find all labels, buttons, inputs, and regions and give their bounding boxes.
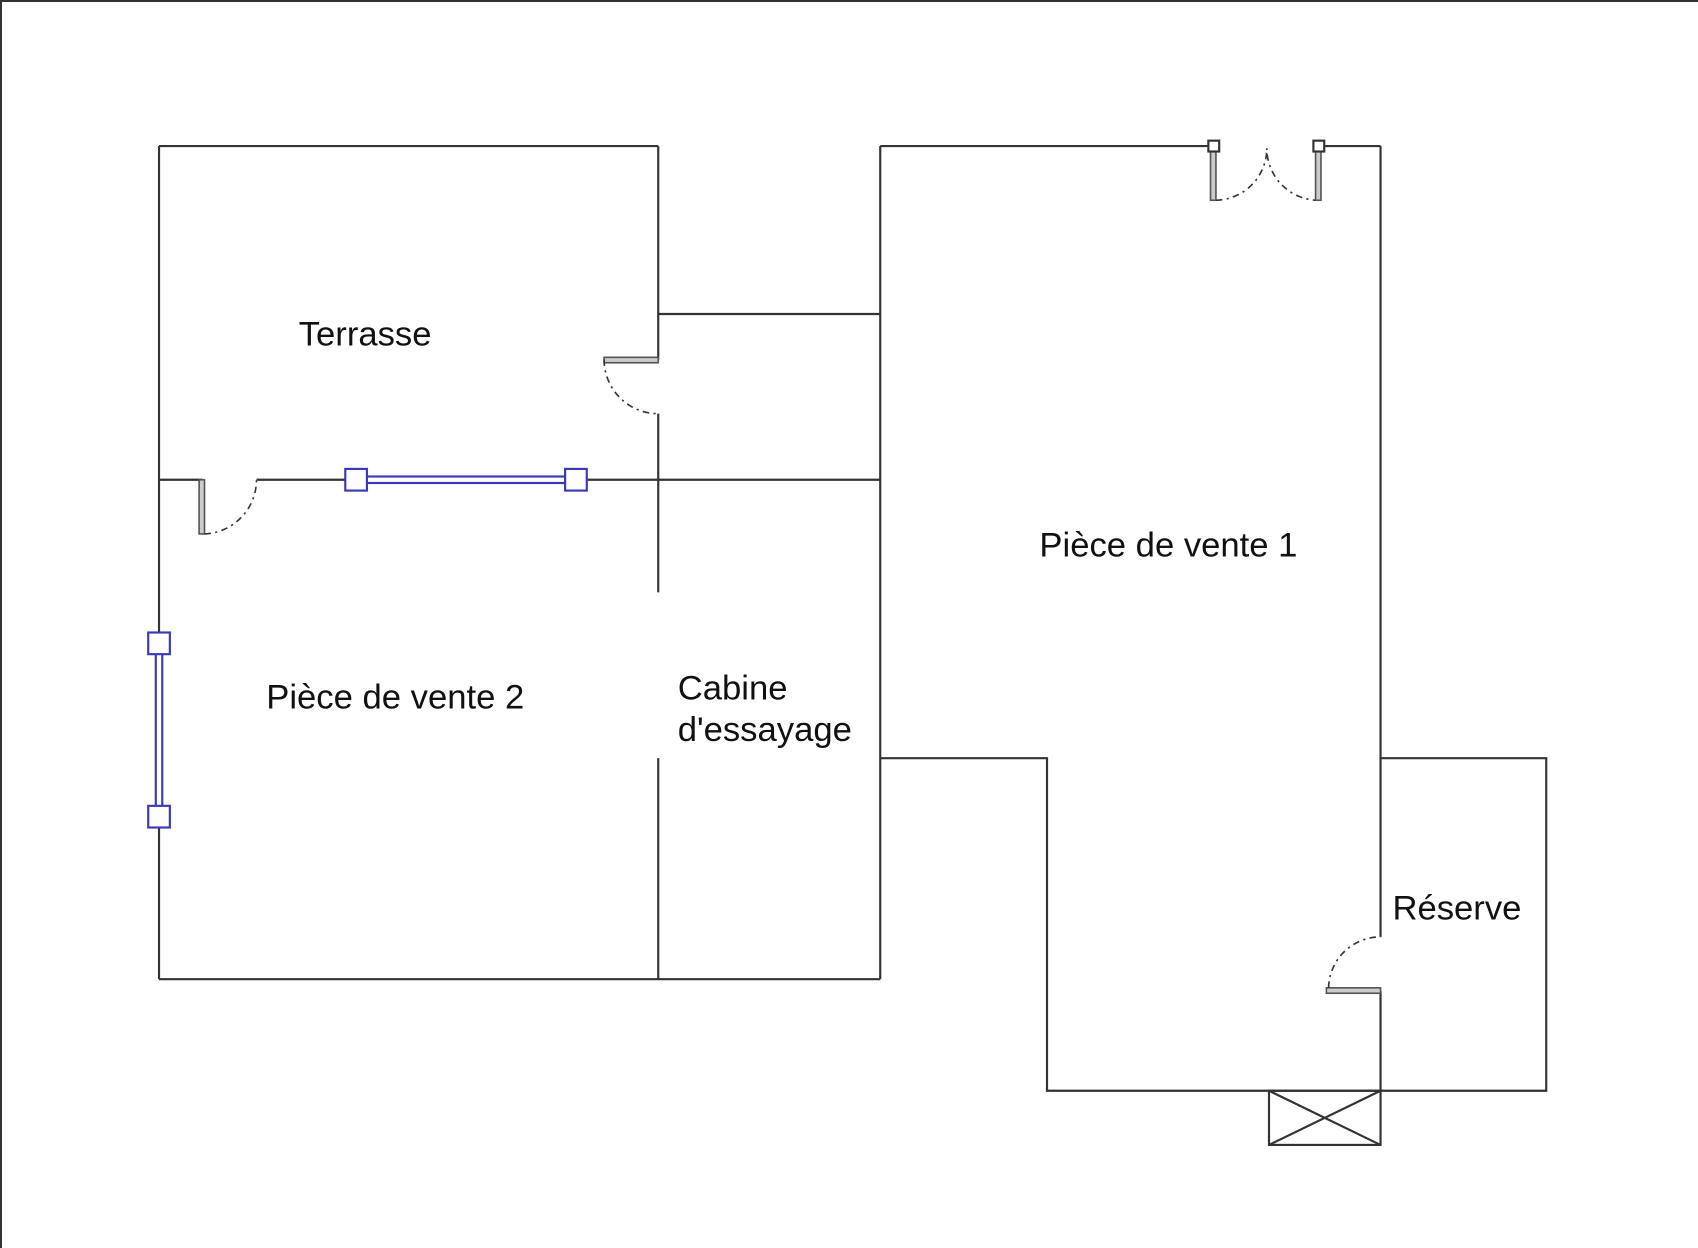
door-leaf (1209, 145, 1217, 202)
doors (198, 139, 1382, 995)
window (154, 650, 164, 810)
door-swing (1215, 148, 1316, 202)
door-swing (603, 359, 659, 415)
room-label-cabine-2: d'essayage (678, 711, 852, 749)
door-leaf (1325, 987, 1382, 995)
room-label-reserve: Réserve (1392, 890, 1521, 928)
window-handle (564, 467, 588, 492)
door-leaf (198, 478, 206, 535)
walls (157, 145, 1548, 1146)
windows (147, 467, 588, 829)
door-swing (204, 479, 258, 535)
stair-cross (1268, 1089, 1382, 1146)
room-label-terrasse: Terrasse (299, 315, 432, 353)
door-leaf (1314, 145, 1322, 202)
room-label-cabine: Cabine (678, 670, 788, 708)
room-label-vente-2: Pièce de vente 2 (266, 678, 524, 716)
window-handle (344, 467, 369, 492)
room-label-vente-1: Pièce de vente 1 (1039, 527, 1297, 565)
window-handle (147, 631, 171, 656)
room-labels: Terrasse Pièce de vente 2 Cabine d'essay… (266, 315, 1521, 927)
stair-box (1267, 1089, 1382, 1146)
window (363, 475, 569, 485)
door-leaf (603, 356, 660, 364)
door-post (1312, 139, 1326, 153)
door-swing (1327, 936, 1381, 988)
window-handle (147, 804, 171, 829)
door-post (1207, 139, 1221, 153)
